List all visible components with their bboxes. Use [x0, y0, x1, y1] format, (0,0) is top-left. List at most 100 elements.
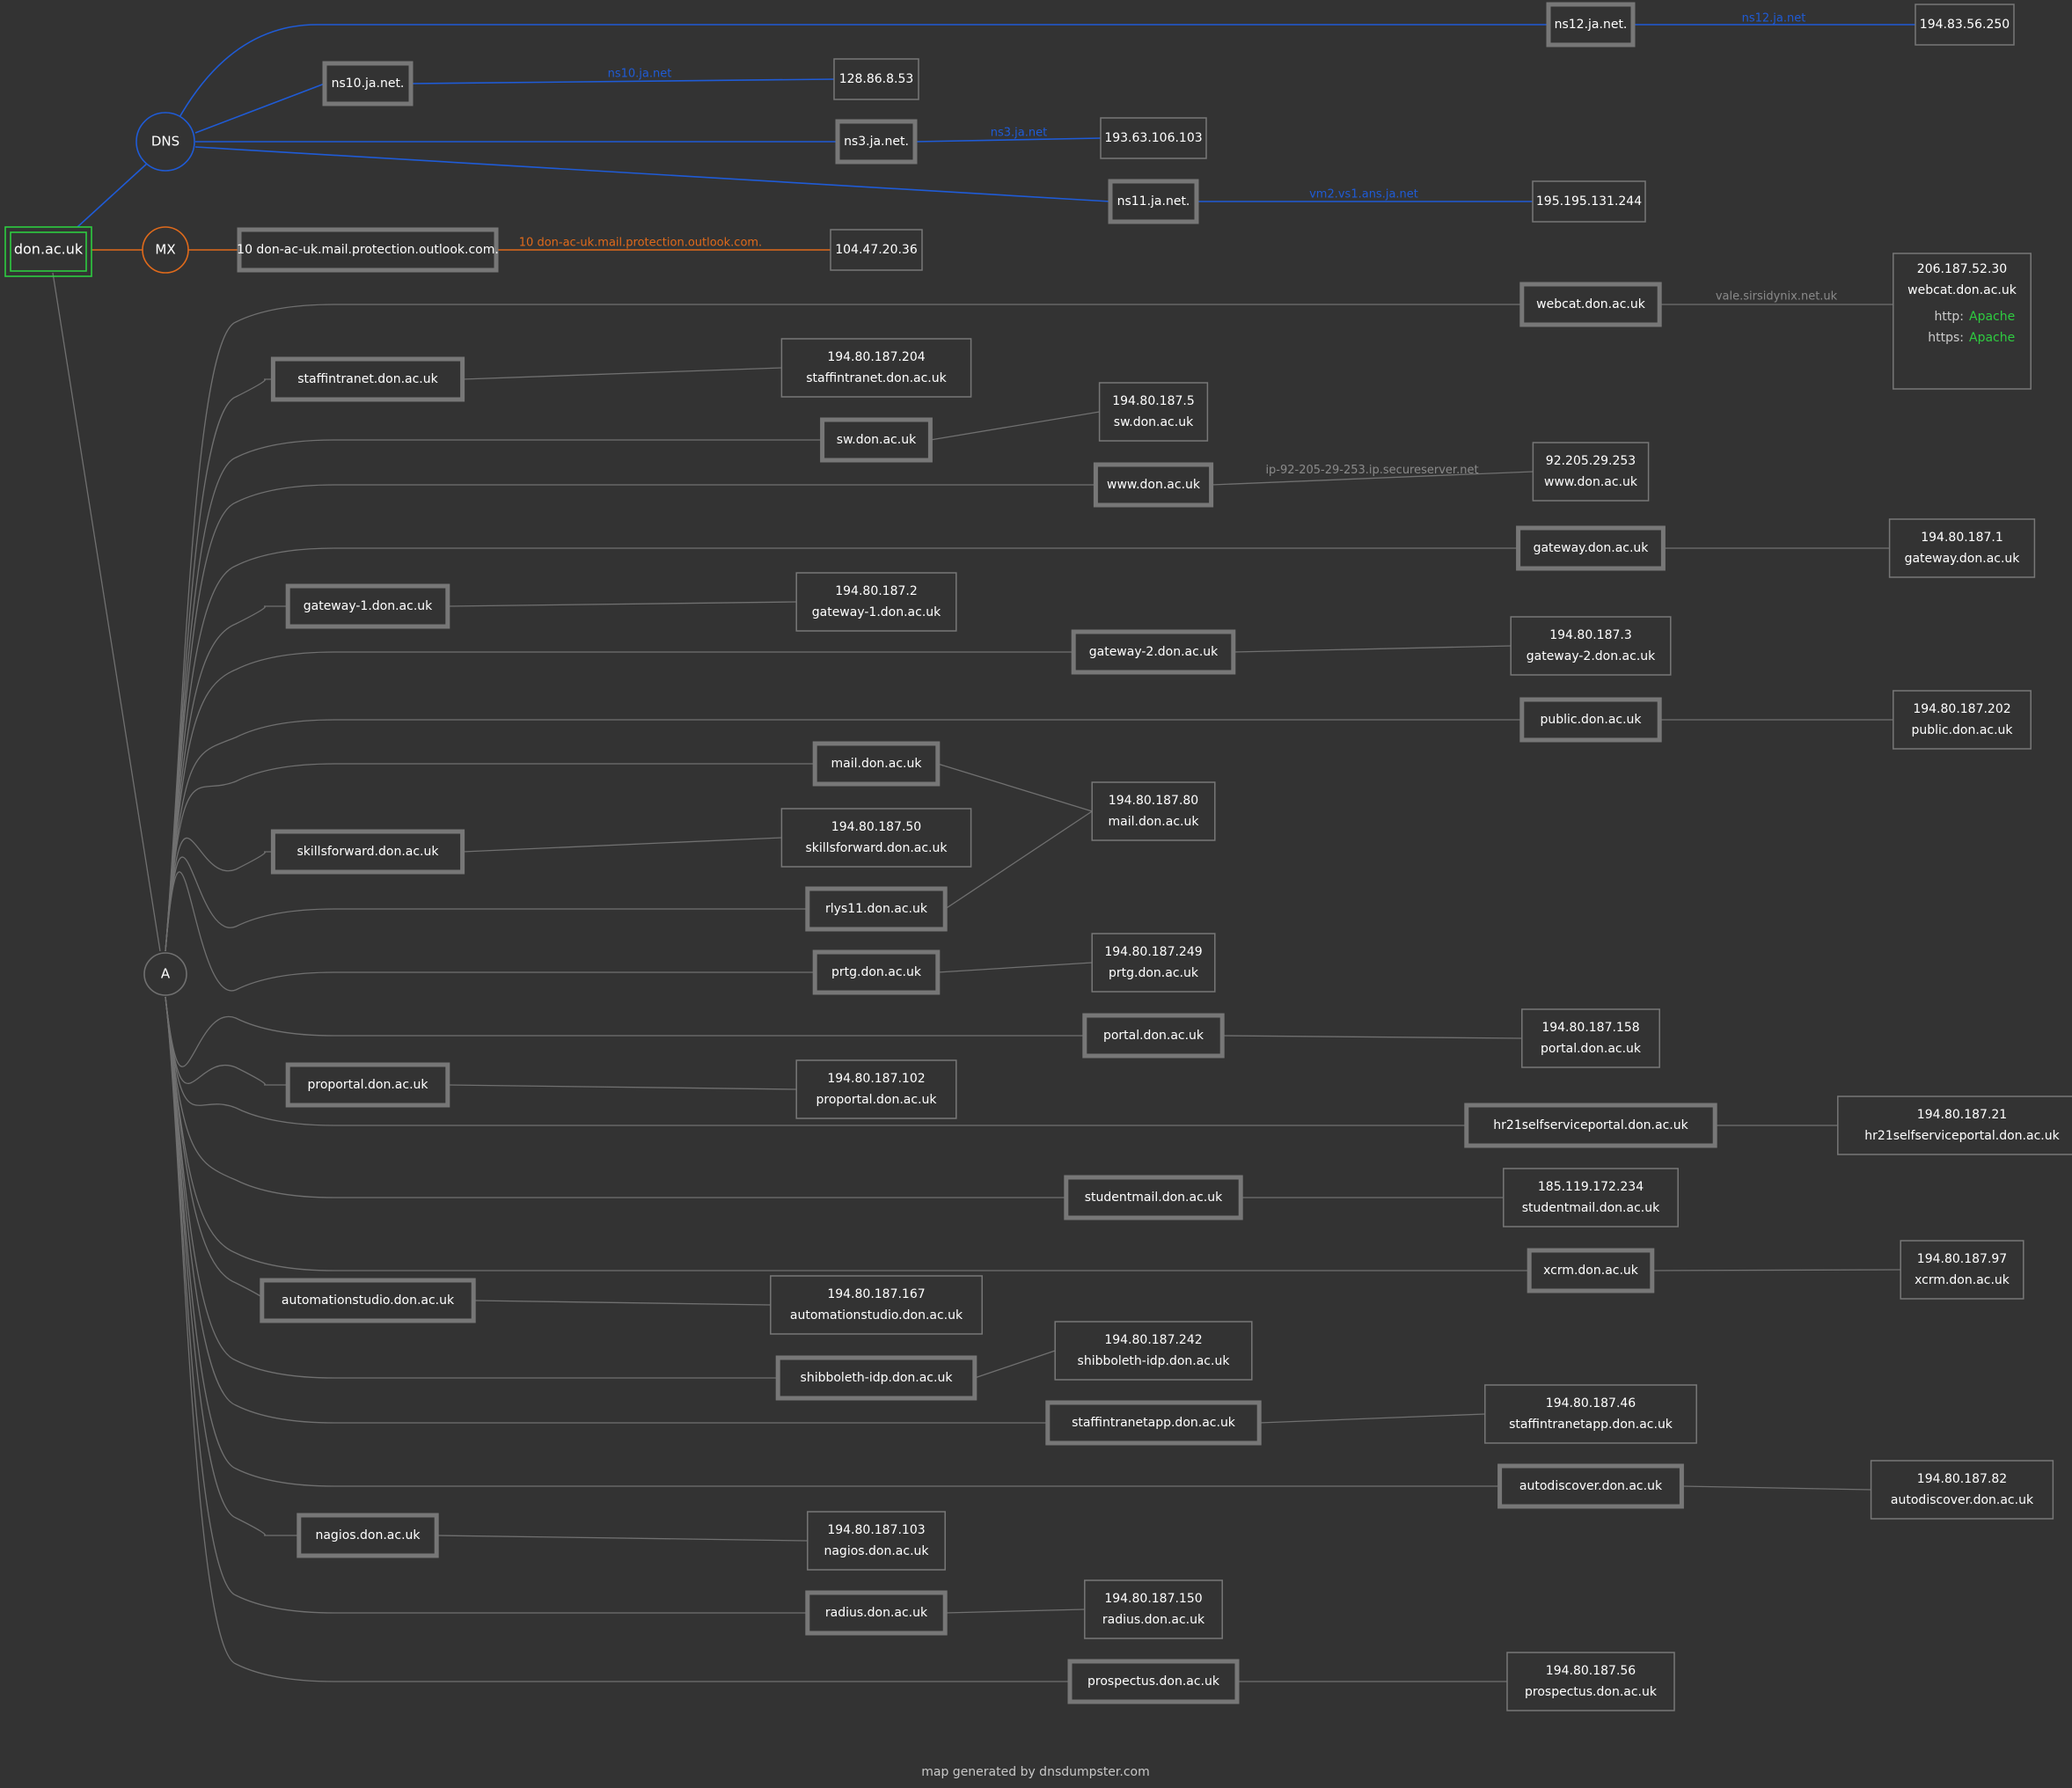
a-host-19-label: staffintranetapp.don.ac.uk: [1072, 1416, 1236, 1430]
a-ip-0-line-1: webcat.don.ac.uk: [1907, 283, 2017, 297]
a-host-10-label: rlys11.don.ac.uk: [825, 902, 928, 916]
a-ip-9-box[interactable]: [780, 808, 972, 868]
mx-group-circle[interactable]: [142, 226, 189, 274]
a-ip-11-box[interactable]: [1091, 933, 1216, 993]
dns-link-label-1: ns10.ja.net: [608, 68, 672, 81]
edge-a-10: [165, 856, 808, 952]
a-ip-9-line-1: skillsforward.don.ac.uk: [806, 841, 948, 855]
mx-host-0-box[interactable]: [237, 227, 499, 273]
a-ip-21-line-1: nagios.don.ac.uk: [824, 1544, 929, 1558]
dns-ip-3-box[interactable]: [1532, 180, 1646, 223]
a-ip-0-box[interactable]: [1893, 253, 2032, 390]
edge-root-dns: [77, 162, 149, 228]
a-host-16-label: xcrm.don.ac.uk: [1543, 1264, 1639, 1278]
root-inner-box[interactable]: [10, 231, 87, 272]
dns-ip-2-box[interactable]: [1100, 117, 1207, 159]
a-host-20-box[interactable]: [1497, 1463, 1684, 1509]
a-host-13-box[interactable]: [285, 1062, 450, 1108]
dns-group-circle[interactable]: [135, 112, 195, 172]
a-ip-20-line-0: 194.80.187.82: [1917, 1472, 2007, 1486]
a-host-17-box[interactable]: [260, 1278, 476, 1323]
a-ip-22-box[interactable]: [1084, 1579, 1223, 1639]
a-ip-16-box[interactable]: [1900, 1240, 2024, 1300]
edge-a-ip-21: [436, 1535, 808, 1542]
a-ip-23-line-0: 194.80.187.56: [1546, 1664, 1636, 1678]
a-host-8-box[interactable]: [812, 741, 941, 787]
a-host-19-box[interactable]: [1045, 1400, 1262, 1446]
dns-ip-0-box[interactable]: [1915, 4, 2015, 46]
a-ip-2-box[interactable]: [1098, 382, 1209, 442]
edge-a-16: [165, 996, 1530, 1271]
a-host-10-box[interactable]: [805, 886, 948, 932]
a-host-20-label: autodiscover.don.ac.uk: [1519, 1479, 1663, 1493]
edge-a-12: [165, 996, 1085, 1067]
a-ip-1-box[interactable]: [780, 338, 972, 398]
a-ip-7-box[interactable]: [1893, 690, 2032, 750]
a-ip-21-box[interactable]: [807, 1511, 946, 1571]
a-host-14-box[interactable]: [1464, 1103, 1717, 1148]
a-host-16-box[interactable]: [1527, 1248, 1655, 1293]
a-host-22-box[interactable]: [805, 1590, 948, 1636]
a-ip-23-box[interactable]: [1506, 1652, 1675, 1711]
a-host-21-box[interactable]: [297, 1513, 439, 1558]
a-host-9-box[interactable]: [270, 829, 465, 875]
a-host-1-box[interactable]: [270, 356, 465, 402]
a-host-13-label: proportal.don.ac.uk: [308, 1078, 429, 1092]
dns-host-2-box[interactable]: [835, 119, 918, 165]
edge-dns-3: [194, 146, 1111, 202]
dns-ip-0-line-0: 194.83.56.250: [1920, 18, 2010, 32]
edge-a-6: [165, 651, 1074, 952]
a-host-21-label: nagios.don.ac.uk: [315, 1528, 421, 1543]
a-host-2-box[interactable]: [820, 417, 933, 463]
a-host-5-label: gateway-1.don.ac.uk: [304, 599, 433, 613]
a-host-6-box[interactable]: [1071, 629, 1236, 675]
edge-a-7: [165, 719, 1522, 952]
a-host-23-box[interactable]: [1067, 1659, 1240, 1704]
a-host-12-box[interactable]: [1082, 1013, 1225, 1059]
a-ip-8-box[interactable]: [1091, 781, 1216, 841]
a-ip-17-box[interactable]: [770, 1275, 983, 1335]
a-ip-19-box[interactable]: [1484, 1384, 1697, 1444]
a-ip-20-line-1: autodiscover.don.ac.uk: [1891, 1493, 2034, 1507]
a-ip-8-line-1: mail.don.ac.uk: [1109, 815, 1200, 829]
a-host-5-box[interactable]: [285, 583, 450, 629]
a-host-15-box[interactable]: [1064, 1175, 1243, 1220]
a-host-6-label: gateway-2.don.ac.uk: [1089, 645, 1219, 659]
a-ip-14-line-0: 194.80.187.21: [1917, 1108, 2007, 1122]
a-host-0-box[interactable]: [1519, 282, 1662, 327]
a-host-18-box[interactable]: [775, 1355, 977, 1401]
a-ip-14-box[interactable]: [1837, 1096, 2072, 1155]
dns-host-3-box[interactable]: [1108, 179, 1199, 224]
a-ip-4-line-0: 194.80.187.1: [1921, 531, 2003, 545]
a-ip-2-line-0: 194.80.187.5: [1112, 394, 1195, 408]
mx-link-label-0: 10 don-ac-uk.mail.protection.outlook.com…: [519, 237, 762, 250]
a-ip-5-line-1: gateway-1.don.ac.uk: [812, 605, 941, 619]
a-ip-20-box[interactable]: [1870, 1460, 2054, 1520]
a-host-4-box[interactable]: [1516, 525, 1666, 571]
dns-ip-1-box[interactable]: [833, 58, 919, 100]
a-host-7-box[interactable]: [1519, 697, 1662, 743]
a-ip-19-line-1: staffintranetapp.don.ac.uk: [1509, 1418, 1673, 1432]
edge-dns-ip-2: [914, 137, 1102, 143]
a-host-3-box[interactable]: [1093, 462, 1214, 508]
dns-host-1-box[interactable]: [322, 61, 414, 106]
edge-a-2: [165, 439, 823, 952]
a-ip-3-box[interactable]: [1532, 442, 1650, 502]
a-ip-12-box[interactable]: [1521, 1008, 1660, 1068]
a-ip-3-line-1: www.don.ac.uk: [1544, 475, 1638, 489]
a-ip-13-box[interactable]: [795, 1059, 957, 1119]
a-host-11-box[interactable]: [812, 949, 941, 995]
dns-ip-2-line-0: 193.63.106.103: [1104, 131, 1202, 145]
a-host-1-label: staffintranet.don.ac.uk: [297, 372, 438, 386]
a-ip-16-line-1: xcrm.don.ac.uk: [1915, 1273, 2010, 1287]
a-ip-5-box[interactable]: [795, 572, 957, 632]
mx-ip-0-box[interactable]: [830, 229, 923, 271]
a-group-circle[interactable]: [143, 952, 187, 996]
a-ip-18-box[interactable]: [1054, 1321, 1253, 1381]
a-ip-4-box[interactable]: [1888, 518, 2036, 578]
dns-host-0-box[interactable]: [1546, 2, 1636, 48]
a-ip-6-box[interactable]: [1510, 616, 1672, 676]
a-ip-15-box[interactable]: [1503, 1168, 1679, 1227]
edge-a-22: [165, 996, 808, 1614]
root-outer-box[interactable]: [4, 226, 92, 277]
